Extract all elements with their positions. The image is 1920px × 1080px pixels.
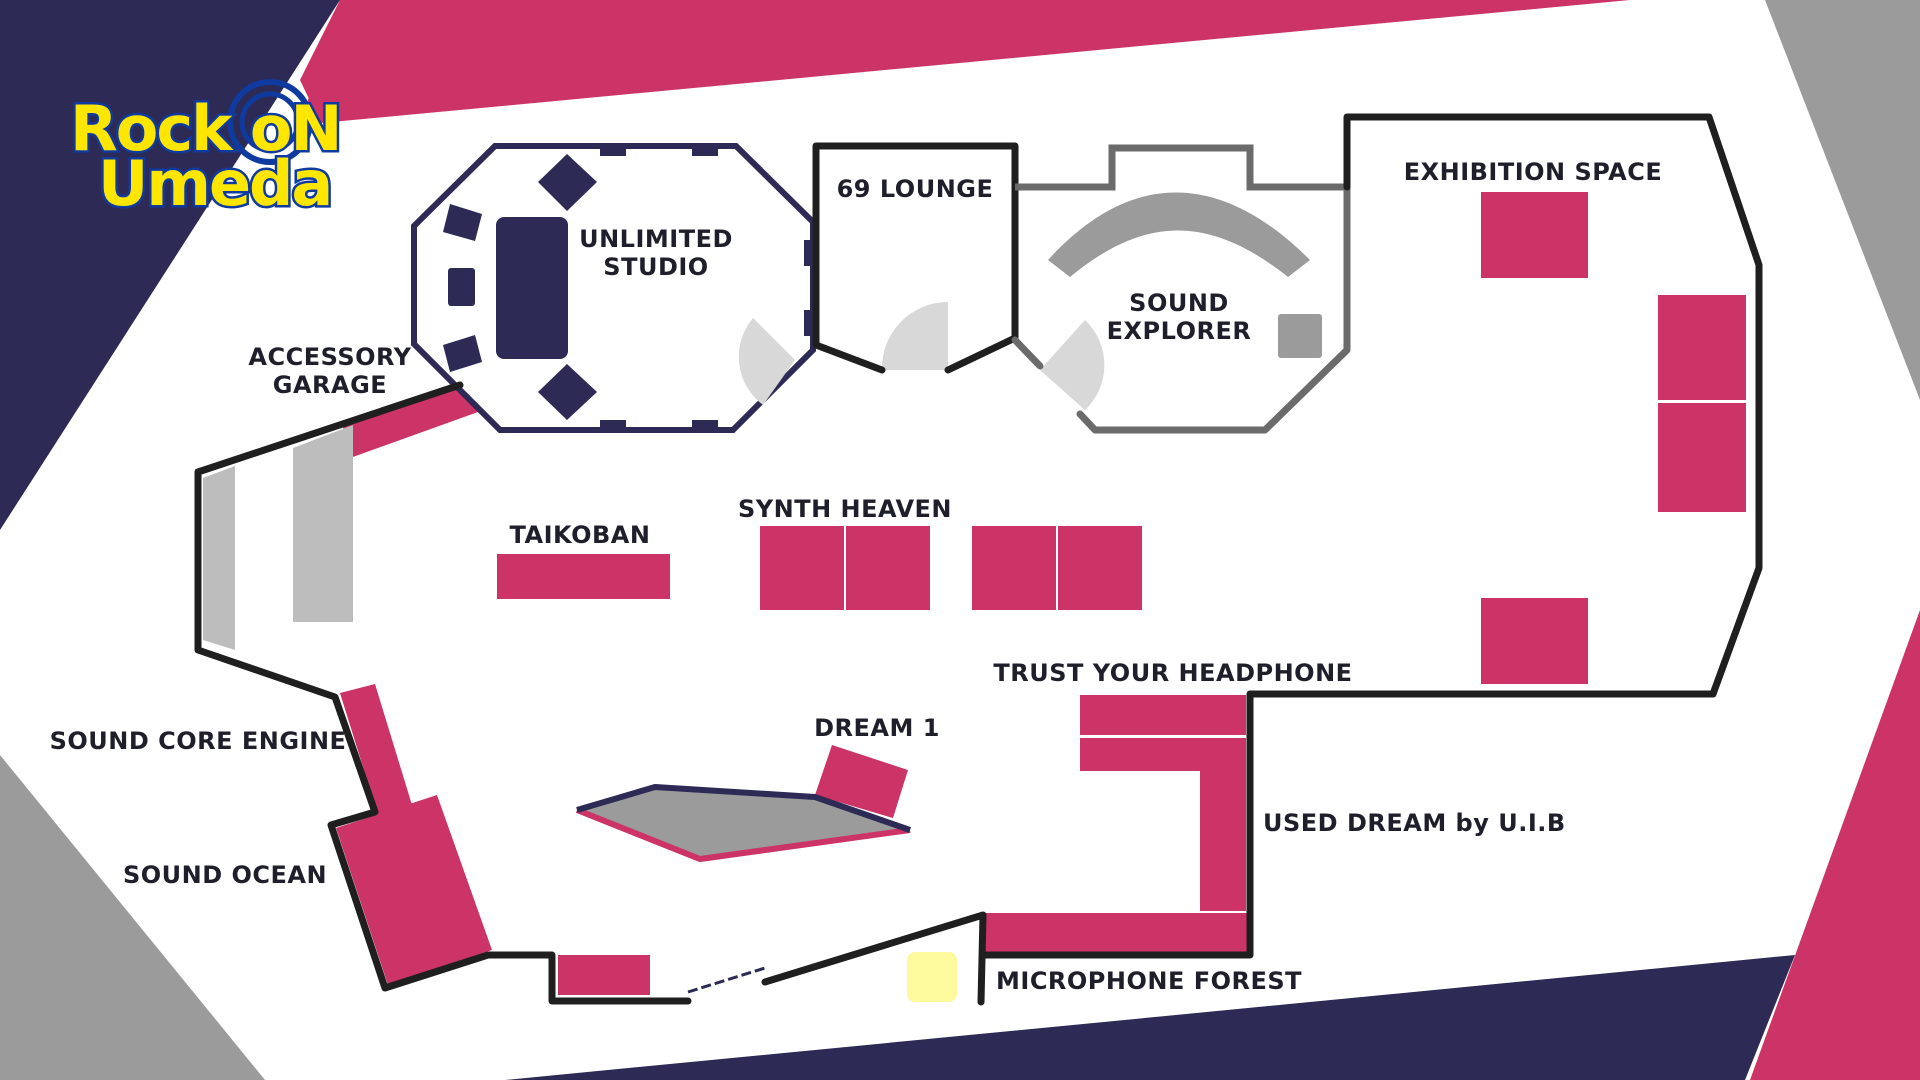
- bg-navy-bottom: [505, 955, 1795, 1080]
- exhibition-display-right-1: [1658, 295, 1746, 400]
- logo-line-1: Rock oN: [70, 92, 340, 165]
- exhibition-display-top: [1481, 192, 1588, 278]
- studio-console: [496, 217, 568, 359]
- label-accessory-garage-1: ACCESSORY: [248, 343, 411, 371]
- label-69-lounge: 69 LOUNGE: [837, 175, 994, 203]
- bg-navy-top-left: [0, 0, 340, 530]
- label-exhibition-space: EXHIBITION SPACE: [1404, 158, 1663, 186]
- fixtures-gray: [203, 425, 353, 650]
- label-microphone-forest: MICROPHONE FOREST: [996, 967, 1302, 995]
- left-wall-shelf: [203, 466, 235, 650]
- microphone-spot: [907, 952, 957, 1002]
- bg-gray-bottom-left: [0, 755, 265, 1080]
- used-dream-display: [1200, 771, 1246, 911]
- label-sound-core-engine: SOUND CORE ENGINE: [50, 727, 347, 755]
- label-dream-1: DREAM 1: [814, 714, 940, 742]
- synth-heaven-display-3: [972, 526, 1056, 610]
- microphone-forest-display: [983, 913, 1248, 953]
- label-sound-explorer-1: SOUND: [1129, 289, 1229, 317]
- synth-heaven-display-4: [1058, 526, 1142, 610]
- sound-ocean-display: [336, 795, 492, 985]
- label-used-dream: USED DREAM by U.I.B: [1263, 809, 1566, 837]
- bg-crimson-top-band: [300, 0, 1625, 122]
- bg-gray-top-right: [1765, 0, 1920, 400]
- lounge-walls: [812, 142, 1019, 374]
- entrance-gate: [687, 966, 766, 994]
- label-taikoban: TAIKOBAN: [510, 521, 651, 549]
- rock-on-umeda-logo: Rock oN Umeda: [68, 79, 345, 223]
- sound-explorer-room: [1011, 144, 1351, 434]
- bg-crimson-bottom-right: [1750, 610, 1920, 1080]
- logo-line-2: Umeda: [98, 147, 331, 220]
- label-sound-explorer-2: EXPLORER: [1107, 317, 1252, 345]
- accessory-garage-shelf: [343, 385, 478, 458]
- label-unlimited-studio-1: UNLIMITED: [579, 225, 733, 253]
- sound-core-engine-display: [340, 684, 412, 815]
- taikoban-display: [497, 554, 670, 599]
- label-trust-your-headphone: TRUST YOUR HEADPHONE: [993, 659, 1352, 687]
- synth-heaven-display-1: [760, 526, 844, 610]
- synth-heaven-display-2: [846, 526, 930, 610]
- headphone-display-2: [1080, 738, 1246, 771]
- door-swings: [738, 302, 1105, 410]
- unlimited-studio-room: [411, 143, 816, 433]
- label-accessory-garage-2: GARAGE: [273, 371, 387, 399]
- headphone-display-1: [1080, 695, 1246, 735]
- outer-walls: [194, 113, 1763, 1006]
- label-sound-ocean: SOUND OCEAN: [123, 861, 327, 889]
- sound-explorer-sofa: [1048, 192, 1310, 277]
- area-labels: UNLIMITED STUDIO 69 LOUNGE SOUND EXPLORE…: [50, 158, 1663, 995]
- bottom-shelf: [558, 955, 650, 995]
- accessory-garage-stand: [293, 425, 353, 622]
- dream-1-display: [815, 745, 908, 818]
- fixtures-crimson: [336, 192, 1746, 995]
- label-unlimited-studio-2: STUDIO: [603, 253, 708, 281]
- exhibition-display-right-2: [1658, 403, 1746, 512]
- exhibition-display-bottom: [1481, 598, 1588, 684]
- label-synth-heaven: SYNTH HEAVEN: [738, 495, 952, 523]
